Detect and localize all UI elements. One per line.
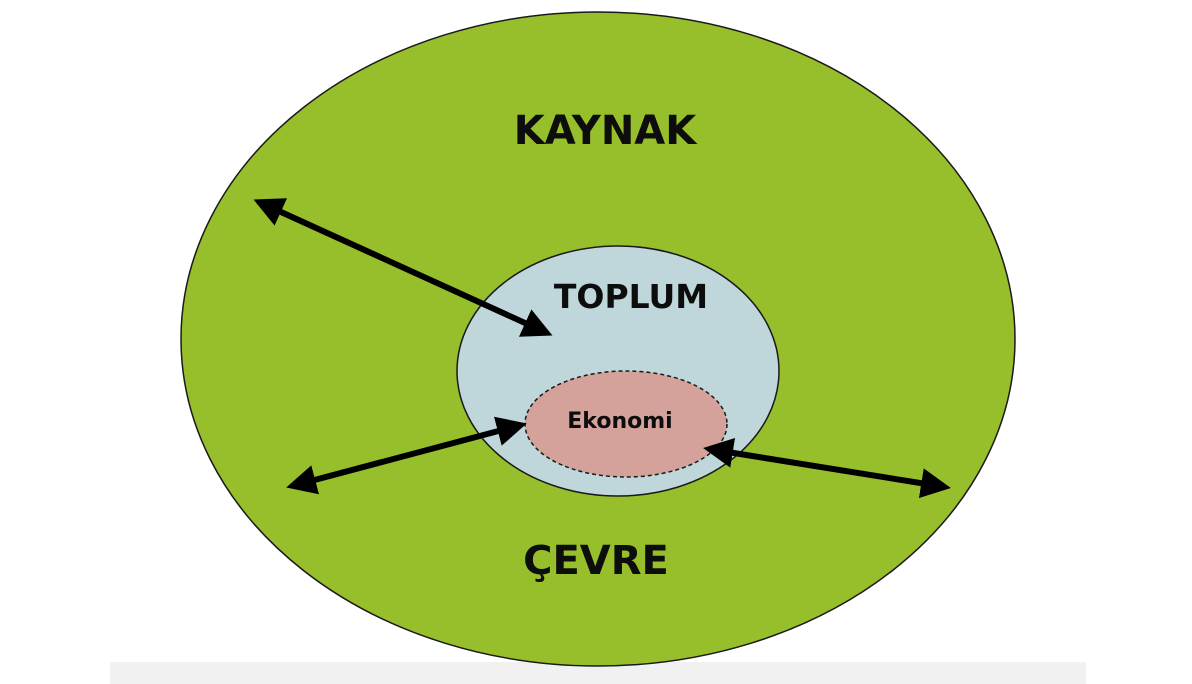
arrow-cevre-ekonomi-left bbox=[286, 416, 527, 495]
arrow-ekonomi-cevre-right bbox=[703, 438, 951, 498]
label-ekonomi: Ekonomi bbox=[567, 409, 672, 434]
label-toplum: TOPLUM bbox=[554, 277, 708, 316]
label-cevre: ÇEVRE bbox=[523, 538, 669, 584]
label-kaynak: KAYNAK bbox=[514, 108, 699, 154]
bottom-shadow-band bbox=[110, 662, 1086, 684]
arrow-kaynak-toplum bbox=[253, 198, 553, 337]
